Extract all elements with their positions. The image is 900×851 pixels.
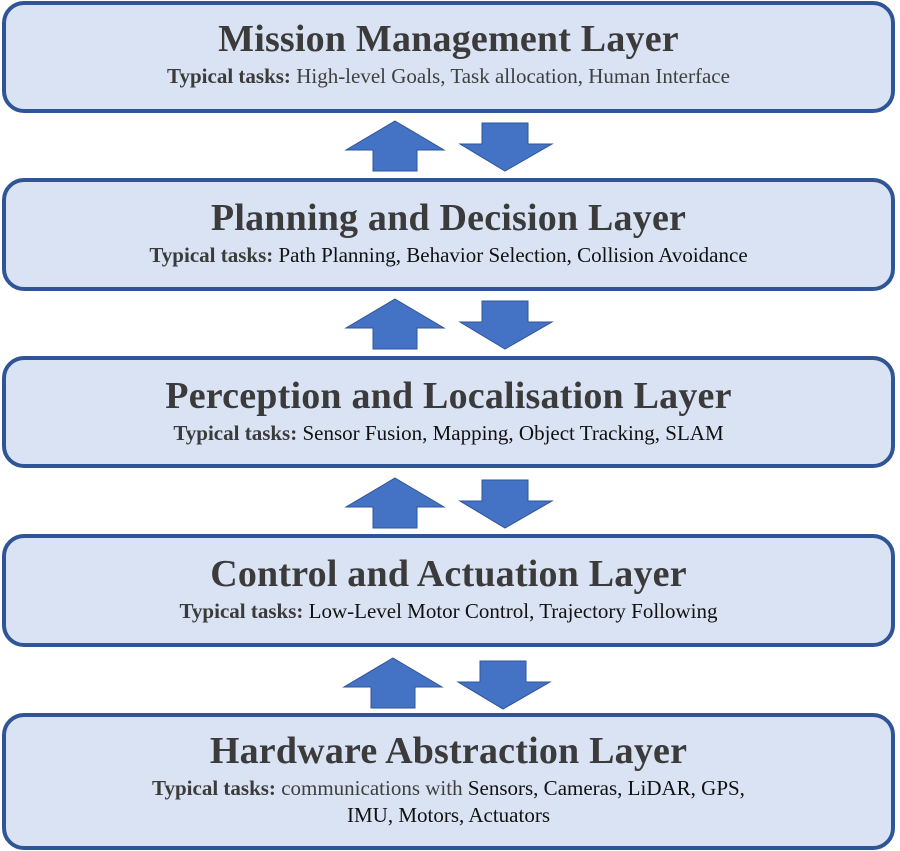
tasks-label: Typical tasks: (179, 599, 304, 623)
layer-title: Control and Actuation Layer (210, 553, 687, 595)
layer-title: Planning and Decision Layer (210, 197, 687, 239)
layer-box-planning-decision: Planning and Decision Layer Typical task… (2, 178, 895, 291)
tasks-text: Path Planning, Behavior Selection, Colli… (278, 243, 748, 267)
layer-box-mission-management: Mission Management Layer Typical tasks: … (2, 1, 895, 113)
layer-title: Mission Management Layer (218, 18, 679, 60)
tasks-prefix: communications with (281, 776, 463, 800)
layer-title: Perception and Localisation Layer (165, 375, 732, 417)
layer-tasks: Typical tasks: Sensor Fusion, Mapping, O… (6, 420, 891, 447)
tasks-label: Typical tasks: (149, 243, 274, 267)
layer-box-control-actuation: Control and Actuation Layer Typical task… (2, 534, 895, 647)
down-arrow-icon (456, 660, 552, 710)
layer-box-hardware-abstraction: Hardware Abstraction Layer Typical tasks… (2, 713, 895, 850)
layer-tasks: Typical tasks: Path Planning, Behavior S… (6, 242, 891, 269)
layer-tasks: Typical tasks: Low-Level Motor Control, … (6, 598, 891, 625)
up-arrow-icon (344, 120, 446, 172)
down-arrow-icon (458, 479, 554, 529)
up-arrow-icon (344, 298, 446, 350)
tasks-label: Typical tasks: (173, 421, 298, 445)
up-arrow-icon (344, 477, 446, 529)
layer-tasks: Typical tasks: communications with Senso… (6, 775, 891, 802)
layer-title: Hardware Abstraction Layer (209, 730, 688, 772)
layer-tasks-line2: IMU, Motors, Actuators (347, 803, 550, 827)
tasks-text: Low-Level Motor Control, Trajectory Foll… (308, 599, 718, 623)
down-arrow-icon (458, 300, 554, 350)
layer-box-perception-localisation: Perception and Localisation Layer Typica… (2, 356, 895, 468)
tasks-text: Sensor Fusion, Mapping, Object Tracking,… (302, 421, 724, 445)
down-arrow-icon (458, 122, 554, 172)
tasks-text: Sensors, Cameras, LiDAR, GPS, (467, 776, 745, 800)
tasks-text: High-level Goals, Task allocation, Human… (296, 64, 730, 88)
tasks-label: Typical tasks: (152, 776, 276, 800)
tasks-label: Typical tasks: (167, 64, 291, 88)
up-arrow-icon (342, 657, 444, 709)
layer-tasks: Typical tasks: High-level Goals, Task al… (6, 63, 891, 90)
